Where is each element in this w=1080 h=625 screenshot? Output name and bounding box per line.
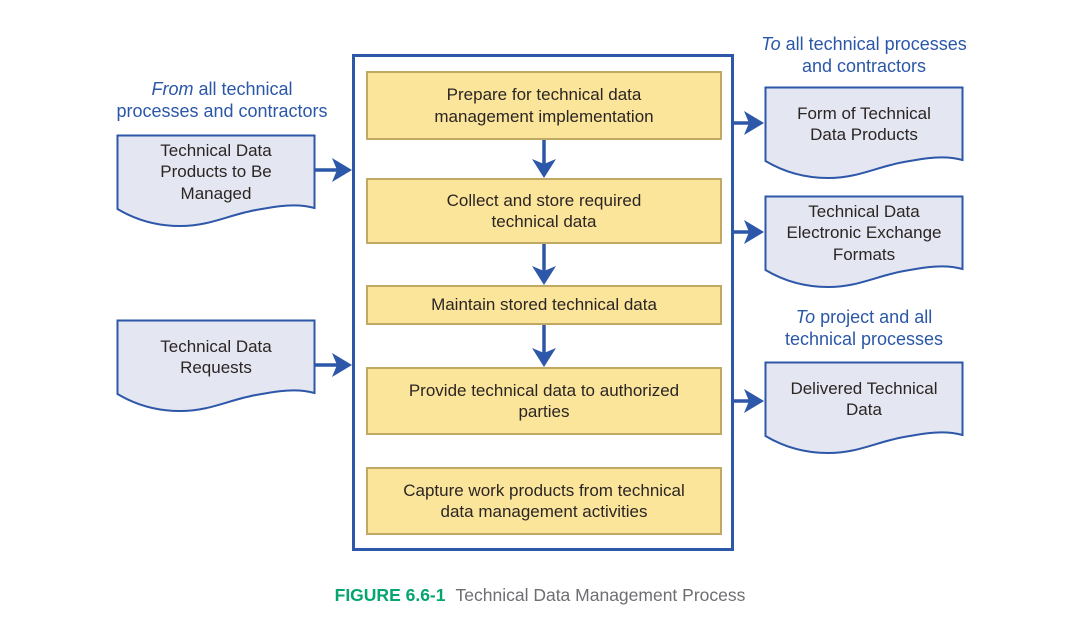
down-arrow-icon bbox=[532, 325, 556, 367]
to-processes-contractors-label: To all technical processes and contracto… bbox=[761, 34, 967, 76]
to-word: To bbox=[761, 34, 781, 54]
from-word: From bbox=[151, 79, 194, 99]
process-step-maintain: Maintain stored technical data bbox=[366, 285, 722, 325]
down-arrow-icon bbox=[532, 140, 556, 178]
document-shape bbox=[116, 134, 316, 228]
output-doc-delivered-technical-data: Delivered Technical Data bbox=[790, 378, 938, 419]
process-step-capture: Capture work products from technical dat… bbox=[366, 467, 722, 535]
process-step-collect: Collect and store required technical dat… bbox=[366, 178, 722, 244]
right-arrow-icon bbox=[315, 158, 352, 182]
right-arrow-icon bbox=[733, 111, 764, 135]
document-shape bbox=[116, 319, 316, 413]
output-doc-form-of-technical-data-products: Form of Technical Data Products bbox=[797, 103, 931, 144]
process-step-provide: Provide technical data to authorized par… bbox=[366, 367, 722, 435]
document-shape bbox=[764, 361, 964, 455]
right-arrow-icon bbox=[315, 353, 352, 377]
figure-title: Technical Data Management Process bbox=[455, 585, 746, 605]
input-doc-technical-data-requests: Technical Data Requests bbox=[160, 336, 272, 377]
from-processes-label: From all technical processes and contrac… bbox=[116, 79, 328, 121]
input-doc-technical-data-products: Technical Data Products to Be Managed bbox=[160, 141, 272, 203]
to-project-processes-label: To project and all technical processes bbox=[784, 307, 944, 349]
document-shape bbox=[764, 86, 964, 180]
right-arrow-icon bbox=[733, 220, 764, 244]
document-shape bbox=[764, 195, 964, 289]
process-step-prepare: Prepare for technical data management im… bbox=[366, 71, 722, 140]
down-arrow-icon bbox=[532, 244, 556, 285]
right-arrow-icon bbox=[733, 389, 764, 413]
figure-number: FIGURE 6.6-1 bbox=[334, 585, 446, 605]
to-word: To bbox=[795, 307, 816, 327]
output-doc-electronic-exchange-formats: Technical Data Electronic Exchange Forma… bbox=[786, 202, 942, 264]
figure-caption: FIGURE 6.6-1 Technical Data Management Pr… bbox=[0, 585, 1080, 606]
